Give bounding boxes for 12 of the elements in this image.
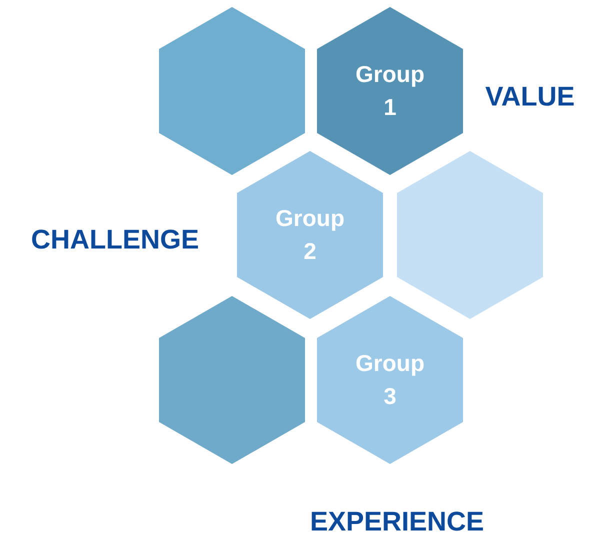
- hexagon-tile: [317, 296, 463, 464]
- category-label: VALUE: [485, 82, 575, 112]
- tile-label: Group 1: [354, 60, 426, 122]
- tile-label: Group 3: [354, 349, 426, 411]
- category-label: CHALLENGE: [31, 224, 199, 256]
- hexagon-tile: [317, 7, 463, 175]
- hexagon-tile: [237, 151, 383, 319]
- hexagon-tile: [159, 296, 305, 464]
- hexagon-tile: [397, 151, 543, 319]
- tile-label: Group 2: [274, 204, 346, 266]
- hexagon-tile: [159, 7, 305, 175]
- category-label: EXPERIENCE: [310, 506, 484, 537]
